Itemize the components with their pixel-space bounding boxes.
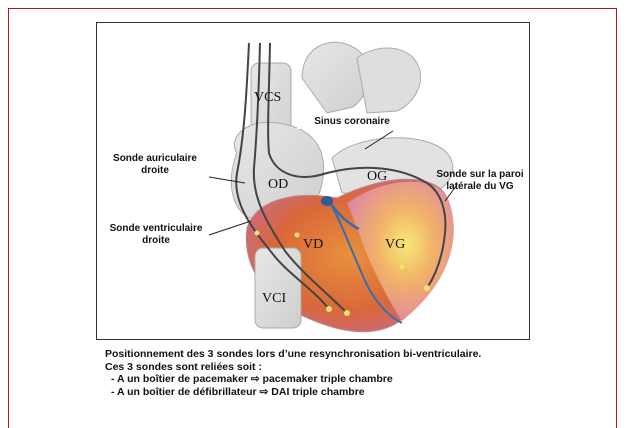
label-sonde-ventriculaire: Sonde ventriculaire droite xyxy=(103,223,209,247)
label-vd: VD xyxy=(303,239,323,251)
caption-item: - A un boîtier de défibrillateur ⇨ DAI t… xyxy=(105,386,585,399)
caption-item: - A un boîtier de pacemaker ⇨ pacemaker … xyxy=(105,373,585,386)
heart-figure: VCS OD OG VD VG VCI Sinus coronaire Sond… xyxy=(96,22,530,340)
label-sonde-paroi: Sonde sur la paroi latérale du VG xyxy=(435,169,525,193)
caption-line-1: Positionnement des 3 sondes lors d’une r… xyxy=(105,348,585,361)
label-vci: VCI xyxy=(262,293,286,305)
caption: Positionnement des 3 sondes lors d’une r… xyxy=(105,348,585,398)
label-sonde-auriculaire: Sonde auriculaire droite xyxy=(103,153,207,177)
caption-line-2: Ces 3 sondes sont reliées soit : xyxy=(105,361,585,374)
label-vg: VG xyxy=(385,239,405,251)
label-sinus-coronaire: Sinus coronaire xyxy=(297,115,407,129)
label-og: OG xyxy=(367,171,387,183)
label-od: OD xyxy=(268,179,288,191)
label-vcs: VCS xyxy=(254,92,281,104)
